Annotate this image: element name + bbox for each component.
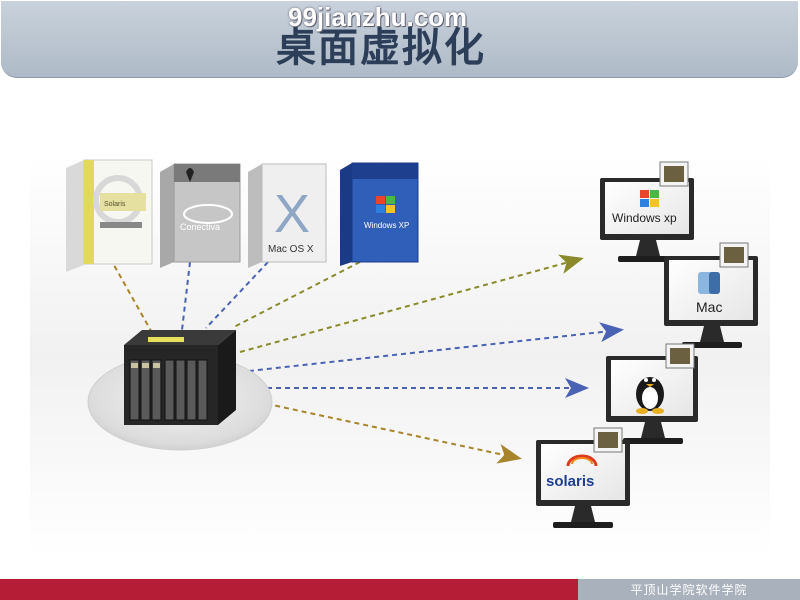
box-label-macosx: Mac OS X [268,244,314,255]
software-box-conectiva: Conectiva [160,163,241,268]
connector-macosx [205,261,269,329]
box-label-conectiva: Conectiva [180,222,220,232]
box-label-windowsxp: Windows XP [364,221,409,230]
server-icon [124,330,236,425]
windows-flag-icon [376,196,395,213]
box-label-solaris: Solaris [104,201,126,208]
vm-badge-icon [670,348,690,364]
monitor-windows: Windows xp [600,161,694,262]
footer-text: 平顶山学院软件学院 [630,583,748,597]
macosx-x-icon: X [274,184,310,244]
linux-penguin-icon [636,377,664,414]
arrow-to-solaris [239,397,522,464]
output-arrows [239,254,624,464]
mac-logo-icon [698,272,720,294]
footer-red-bar [0,579,578,600]
arrow-to-windows [239,254,584,353]
software-box-solaris: Solaris [66,159,153,272]
software-box-macosx: X Mac OS X [248,163,327,268]
monitor-linux [606,343,698,444]
vm-badge-icon [724,247,744,263]
software-box-windowsxp: Windows XP [340,162,419,266]
vm-badge-icon [598,432,618,448]
footer-grey-bar [578,579,800,600]
connector-conectiva [181,261,191,331]
vm-badge-icon [664,166,684,182]
slide-title: 桌面虚拟化 [276,25,486,71]
watermark: 99jianzhu.com [288,2,468,32]
monitor-label-solaris: solaris [546,473,594,490]
arrow-to-mac [239,322,624,373]
title-bar: 桌面虚拟化 [1,1,798,78]
solaris-logo-icon [566,454,598,467]
monitor-mac: Mac [664,242,758,348]
input-connectors [109,257,361,339]
windows-logo-icon [640,190,659,207]
monitor-label-windows: Windows xp [612,211,677,225]
penguin-icon [186,168,194,182]
connector-solaris [109,257,156,339]
monitor-solaris: solaris [536,427,630,528]
monitor-label-mac: Mac [696,299,722,315]
connector-windowsxp [231,261,361,329]
